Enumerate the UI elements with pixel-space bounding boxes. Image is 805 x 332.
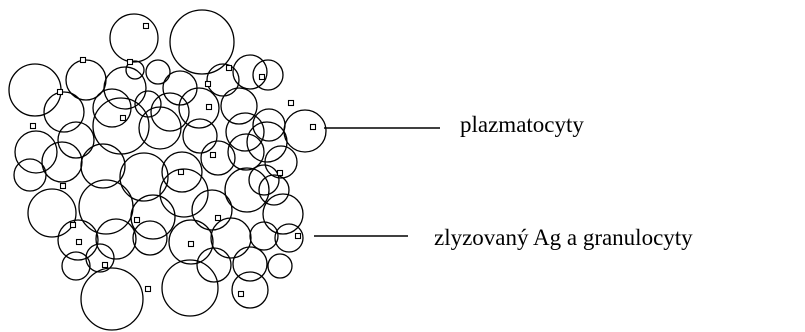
plasma-cell — [220, 87, 258, 125]
granulocyte — [205, 103, 213, 111]
plasma-cell — [132, 220, 168, 256]
granulocyte — [287, 99, 295, 107]
plasma-cell — [57, 219, 99, 261]
granulocyte — [237, 290, 245, 298]
granulocyte — [29, 122, 37, 130]
plasma-cell — [92, 88, 132, 128]
granulocyte — [177, 168, 185, 176]
granulocyte — [56, 88, 64, 96]
granulocyte — [126, 58, 134, 66]
plasma-cell — [264, 145, 298, 179]
plasma-cell — [168, 219, 214, 265]
plasma-cell — [92, 97, 150, 155]
plasma-cell — [145, 59, 171, 85]
granulocyte — [142, 22, 150, 30]
plasma-cell — [258, 174, 290, 206]
plasma-cells-label: plazmatocyty — [460, 112, 584, 137]
granulocyte — [187, 240, 195, 248]
granulocyte — [101, 261, 109, 269]
plasma-cell — [119, 152, 169, 202]
plasma-cell — [262, 193, 304, 235]
plasma-cell — [125, 60, 145, 80]
plasma-cell — [57, 121, 95, 159]
lysed-ag-granulocytes-label: zlyzovaný Ag a granulocyty — [434, 225, 693, 250]
plasma-cell — [61, 251, 91, 281]
plasma-cell — [267, 253, 293, 279]
plasma-cell — [103, 66, 147, 110]
plasma-cell — [138, 106, 182, 150]
granulocyte — [133, 216, 141, 224]
plasma-cell — [8, 63, 62, 117]
plasma-cell — [210, 217, 252, 259]
granulocyte — [69, 221, 77, 229]
plasma-cell — [27, 188, 77, 238]
granulocyte-cluster — [29, 22, 317, 298]
plasma-cell — [252, 59, 284, 91]
plasma-cell — [43, 91, 85, 133]
granulocyte — [258, 73, 266, 81]
plasma-cell — [231, 271, 269, 309]
plasma-cell — [14, 130, 58, 174]
plasma-cell — [85, 243, 115, 273]
plasma-cell — [206, 63, 240, 97]
plasma-cell — [283, 109, 327, 153]
plasma-cell — [178, 87, 220, 129]
plasma-cell — [162, 70, 198, 106]
plasma-cell — [80, 143, 126, 189]
plasma-cell — [227, 133, 265, 171]
plasma-cell — [196, 247, 232, 283]
plasma-cell — [224, 167, 270, 213]
granulocyte — [294, 232, 302, 240]
plasma-cell — [232, 246, 268, 282]
plasma-cell — [80, 267, 144, 331]
granulocyte — [79, 56, 87, 64]
granulocyte — [276, 169, 284, 177]
plasma-cell — [274, 223, 304, 253]
plasma-cell — [246, 121, 288, 163]
granulocyte — [209, 151, 217, 159]
plasma-cell — [225, 112, 265, 152]
plasma-cell-cluster — [8, 9, 327, 331]
granulocyte — [225, 64, 233, 72]
plasma-cell — [248, 164, 280, 196]
granulocyte — [75, 238, 83, 246]
plasma-cell — [161, 259, 219, 317]
granulocyte — [214, 214, 222, 222]
plasma-cell — [161, 151, 203, 193]
plasma-cell — [130, 194, 176, 240]
plasma-cell — [95, 218, 137, 260]
plasma-cell — [232, 54, 268, 90]
plasma-cell — [249, 221, 279, 251]
plasma-cell — [169, 9, 235, 75]
granulocyte — [309, 123, 317, 131]
plasma-cell — [252, 108, 286, 142]
granulocyte — [204, 80, 212, 88]
plasma-cell — [109, 13, 159, 63]
plasma-cell — [200, 140, 236, 176]
plasma-cell — [182, 118, 218, 154]
granulocyte — [119, 114, 127, 122]
plasma-cell — [41, 141, 83, 183]
plasma-cell — [13, 158, 47, 192]
granulocyte — [59, 182, 67, 190]
granulocyte — [144, 285, 152, 293]
plasma-cell — [150, 92, 190, 132]
